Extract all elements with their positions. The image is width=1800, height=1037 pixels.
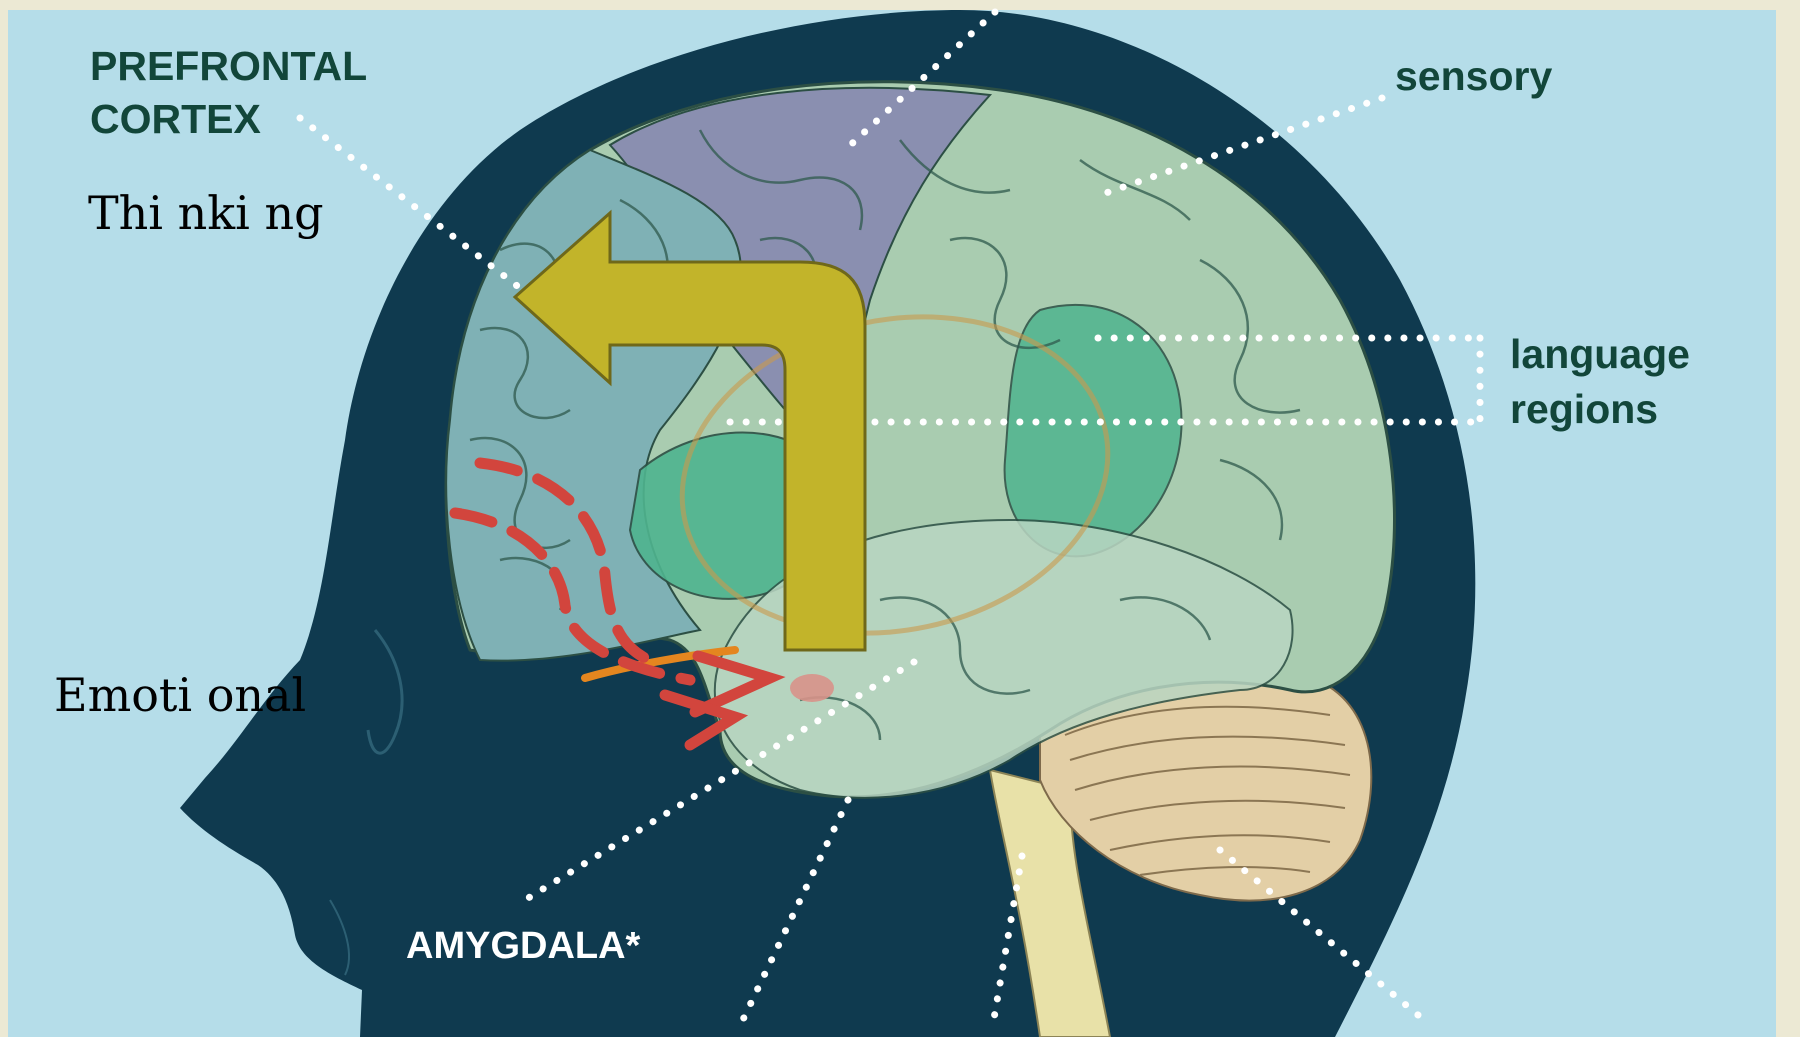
language-label-line2: regions <box>1510 386 1658 432</box>
prefrontal-label-line2: CORTEX <box>90 96 261 142</box>
prefrontal-label-line1: PREFRONTAL <box>90 43 367 89</box>
sensory-label: sensory <box>1395 53 1552 99</box>
emotional-label: Emoti onal <box>54 668 306 722</box>
amygdala-spot <box>790 674 834 702</box>
language-label-line1: language <box>1510 331 1690 377</box>
amygdala-label: AMYGDALA* <box>406 925 641 967</box>
thinking-label: Thi nki ng <box>88 186 324 240</box>
